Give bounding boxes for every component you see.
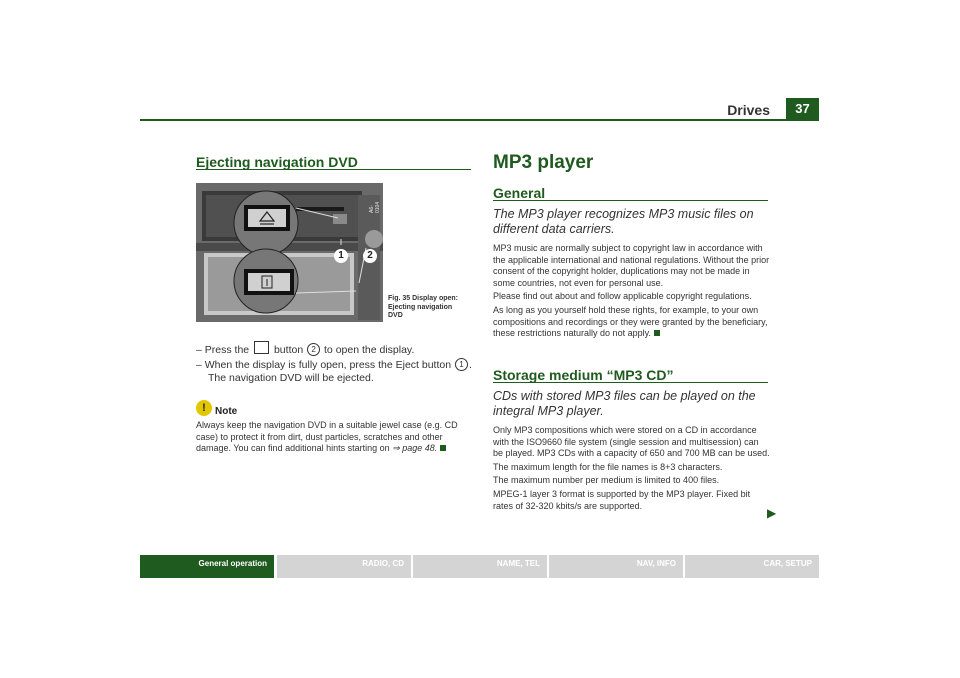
warning-icon: !: [196, 400, 212, 416]
open-display-button-icon: [254, 341, 270, 354]
paragraph: The maximum number per medium is limited…: [493, 475, 720, 486]
section-title-general: General: [493, 185, 546, 201]
section-rule: [493, 382, 768, 383]
step-2: – When the display is fully open, press …: [196, 358, 481, 385]
page-number-badge: 37: [786, 98, 819, 119]
tab-car-setup[interactable]: CAR, SETUP: [685, 555, 819, 578]
general-lead: The MP3 player recognizes MP3 music file…: [493, 207, 754, 236]
section-title-ejecting-dvd: Ejecting navigation DVD: [196, 154, 358, 170]
main-title-mp3-player: MP3 player: [493, 152, 594, 173]
step-text: .: [469, 359, 472, 371]
step-text: When the display is fully open, press th…: [204, 359, 452, 371]
note-label: Note: [215, 406, 238, 417]
callout-1: 1: [334, 249, 348, 263]
paragraph: The maximum length for the file names is…: [493, 461, 723, 472]
step-dash: –: [196, 344, 202, 356]
circle-2-icon: 2: [307, 343, 321, 356]
storage-lead: CDs with stored MP3 files can be played …: [493, 389, 756, 418]
callout-2: 2: [363, 249, 377, 263]
figure-illustration: [196, 183, 383, 322]
general-body: MP3 music are normally subject to copyri…: [493, 243, 770, 340]
header-rule: [140, 119, 819, 121]
step-text: Press the: [204, 344, 250, 356]
paragraph: Only MP3 compositions which were stored …: [493, 425, 770, 459]
step-text: button: [273, 344, 304, 356]
step-1: – Press the button 2 to open the display…: [196, 341, 476, 357]
figure-caption: Fig. 35 Display open: Ejecting navigatio…: [388, 295, 459, 319]
page-48-link[interactable]: ⇒ page 48.: [392, 443, 438, 454]
storage-body: Only MP3 compositions which were stored …: [493, 425, 770, 512]
step-dash: –: [196, 359, 202, 371]
paragraph: As long as you yourself hold these right…: [493, 305, 770, 340]
note-body: Always keep the navigation DVD in a suit…: [196, 420, 458, 454]
tab-radio-cd[interactable]: RADIO, CD: [277, 555, 411, 578]
paragraph: MPEG-1 layer 3 format is supported by th…: [493, 488, 751, 511]
step-text-line2: The navigation DVD will be ejected.: [208, 372, 374, 384]
end-marker: [440, 445, 447, 452]
note-text: Always keep the navigation DVD in a suit…: [196, 420, 474, 455]
circle-1-icon: 1: [455, 358, 468, 371]
section-rule: [196, 169, 471, 170]
tab-name-tel[interactable]: NAME, TEL: [413, 555, 547, 578]
running-header-title: Drives: [727, 102, 770, 118]
tab-nav-info[interactable]: NAV, INFO: [549, 555, 683, 578]
end-marker: [653, 330, 660, 337]
continue-arrow-icon[interactable]: ▶: [767, 506, 777, 520]
section-title-storage-medium: Storage medium “MP3 CD”: [493, 367, 674, 383]
paragraph-text: As long as you yourself hold these right…: [493, 304, 768, 339]
paragraph: Please find out about and follow applica…: [493, 291, 752, 302]
tab-general-operation[interactable]: General operation: [140, 555, 274, 578]
step-text: to open the display.: [324, 344, 415, 356]
figure-code: A6-0104: [369, 201, 381, 213]
section-rule: [493, 200, 768, 201]
figure-display-open: 1 2 A6-0104: [196, 183, 383, 322]
paragraph: MP3 music are normally subject to copyri…: [493, 243, 770, 288]
